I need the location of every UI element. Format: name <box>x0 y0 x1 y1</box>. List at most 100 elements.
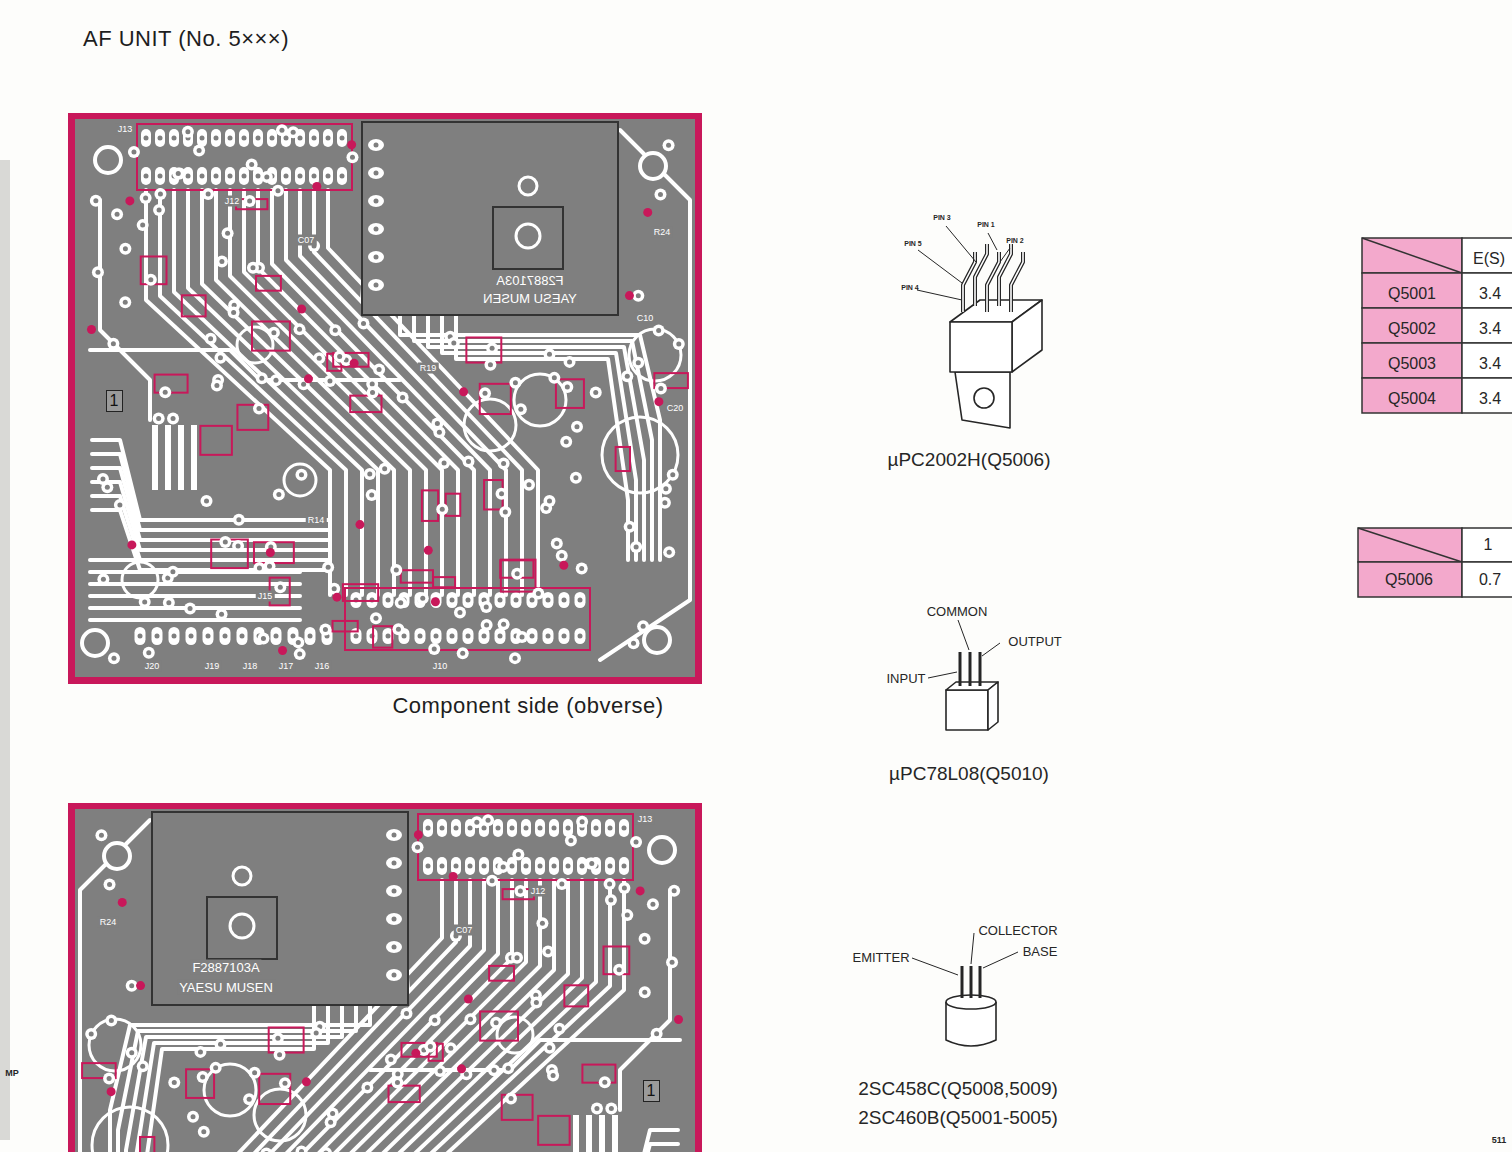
pad-hole <box>394 567 399 572</box>
pad-hole <box>574 424 579 429</box>
pad <box>535 819 545 837</box>
pad <box>249 1067 261 1079</box>
pad <box>619 819 629 837</box>
mount-hole <box>95 147 121 173</box>
leader-line <box>988 233 997 250</box>
pad <box>511 592 522 608</box>
pad-hole <box>607 882 612 887</box>
pad-hole <box>392 917 397 922</box>
pad-hole <box>634 839 639 844</box>
via <box>127 540 136 549</box>
pad <box>415 628 426 644</box>
pad <box>119 296 131 308</box>
pad <box>673 338 685 350</box>
pad-hole <box>370 382 375 387</box>
pad-hole <box>117 502 122 507</box>
component-outline <box>182 295 206 316</box>
pad-hole <box>261 636 266 641</box>
pad-hole <box>308 634 313 639</box>
table-cell <box>1462 273 1512 308</box>
pad-hole <box>171 416 176 421</box>
leader-line <box>928 672 957 678</box>
pad <box>364 468 376 480</box>
pad-hole <box>622 886 627 891</box>
ic-body-side <box>1012 300 1042 372</box>
pad-hole <box>236 517 241 522</box>
pad-hole <box>109 1018 114 1023</box>
pad <box>373 364 385 376</box>
pad-hole <box>484 604 489 609</box>
via <box>449 872 458 881</box>
pad-hole <box>530 598 535 603</box>
pad-hole <box>609 1106 614 1111</box>
pad-hole <box>559 553 564 558</box>
pad-hole <box>89 1031 94 1036</box>
pad <box>323 167 333 185</box>
pad-hole <box>107 882 112 887</box>
component-outline <box>373 626 392 647</box>
pad <box>523 479 535 491</box>
pad-hole <box>219 612 224 617</box>
part-label: J16 <box>313 661 332 672</box>
pad <box>137 219 149 231</box>
pad <box>211 380 223 392</box>
ic-pin <box>1011 252 1023 312</box>
pad <box>172 167 184 179</box>
pad-hole <box>312 174 317 179</box>
pad <box>498 457 510 469</box>
pad <box>145 274 157 286</box>
trace-bar <box>178 425 184 490</box>
pad-hole <box>622 864 627 869</box>
component-outline <box>333 621 358 632</box>
table-cell <box>1462 238 1512 273</box>
pad-hole <box>428 1044 433 1049</box>
pad <box>495 592 506 608</box>
pad <box>310 1027 322 1039</box>
pad-hole <box>257 565 262 570</box>
pad-hole <box>608 864 613 869</box>
part-label: R14 <box>306 515 327 526</box>
pad <box>233 514 245 526</box>
connector-outline <box>137 124 352 190</box>
pad-hole <box>213 1065 218 1070</box>
pad-hole <box>206 191 211 196</box>
pad-hole <box>277 1052 282 1057</box>
via <box>297 304 306 313</box>
pad <box>225 167 235 185</box>
pad-hole <box>494 1020 499 1025</box>
part-label: R24 <box>98 917 119 928</box>
pad <box>320 1147 332 1152</box>
pad <box>666 956 678 968</box>
pad-hole <box>636 360 641 365</box>
part-label: J13 <box>116 124 135 135</box>
pad-hole <box>157 208 162 213</box>
pad <box>140 192 152 204</box>
pad-hole <box>297 327 302 332</box>
pad-hole <box>252 1070 257 1075</box>
pad <box>605 819 615 837</box>
pad <box>395 597 407 609</box>
pad <box>186 627 197 645</box>
pad <box>488 1064 500 1076</box>
pad <box>139 596 151 608</box>
pad-hole <box>426 826 431 831</box>
table-cell-text: Q5002 <box>1388 321 1436 337</box>
component-outline <box>422 490 438 521</box>
pad <box>273 489 285 501</box>
pad <box>274 1049 286 1061</box>
pad-hole <box>510 864 515 869</box>
pad <box>90 195 102 207</box>
pad <box>451 819 461 837</box>
pad <box>571 421 583 433</box>
part-label: C20 <box>665 403 686 414</box>
pad-hole <box>176 171 181 176</box>
pad-hole <box>514 598 519 603</box>
pad-hole <box>374 255 379 260</box>
pad-hole <box>200 174 205 179</box>
mount-hole <box>649 837 675 863</box>
pad <box>295 469 307 481</box>
pin-name: PIN 1 <box>977 221 995 228</box>
pad <box>495 628 506 644</box>
part-outline <box>493 207 563 269</box>
